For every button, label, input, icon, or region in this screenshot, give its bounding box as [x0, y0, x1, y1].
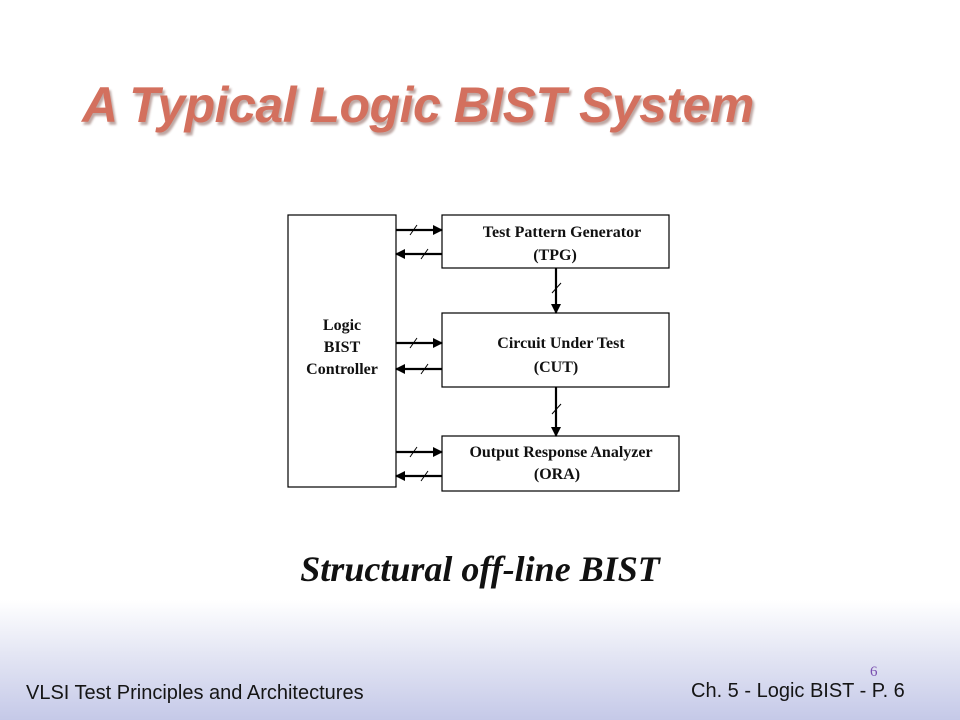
bus-mark — [409, 446, 418, 458]
controller-box — [287, 214, 397, 488]
bus-mark — [420, 248, 429, 260]
bus-mark — [420, 363, 429, 375]
tpg-box — [441, 214, 670, 269]
cut-label-line1: Circuit Under Test — [497, 335, 625, 352]
ora-label-line1: Output Response Analyzer — [469, 444, 652, 461]
bus-mark — [420, 470, 429, 482]
controller-label-line2: BIST — [324, 339, 361, 356]
footer-chapter-page: Ch. 5 - Logic BIST - P. 6 — [691, 680, 905, 702]
bus-mark — [409, 224, 418, 236]
footer-gradient-band — [0, 600, 960, 720]
tpg-label-line1: Test Pattern Generator — [483, 224, 641, 241]
controller-label-line3: Controller — [306, 361, 378, 378]
slide-title: A Typical Logic BIST System — [82, 77, 754, 133]
cut-box — [441, 312, 670, 388]
controller-label-line1: Logic — [323, 317, 361, 334]
diagram-caption: Structural off-line BIST — [300, 549, 660, 589]
footer-course-title: VLSI Test Principles and Architectures — [26, 682, 364, 704]
ora-label-line2: (ORA) — [534, 466, 580, 483]
tpg-label-line2: (TPG) — [533, 247, 577, 264]
bus-mark — [409, 337, 418, 349]
bus-mark — [551, 282, 562, 294]
cut-label-line2: (CUT) — [534, 359, 578, 376]
slide-number: 6 — [870, 664, 878, 680]
bus-mark — [551, 403, 562, 415]
